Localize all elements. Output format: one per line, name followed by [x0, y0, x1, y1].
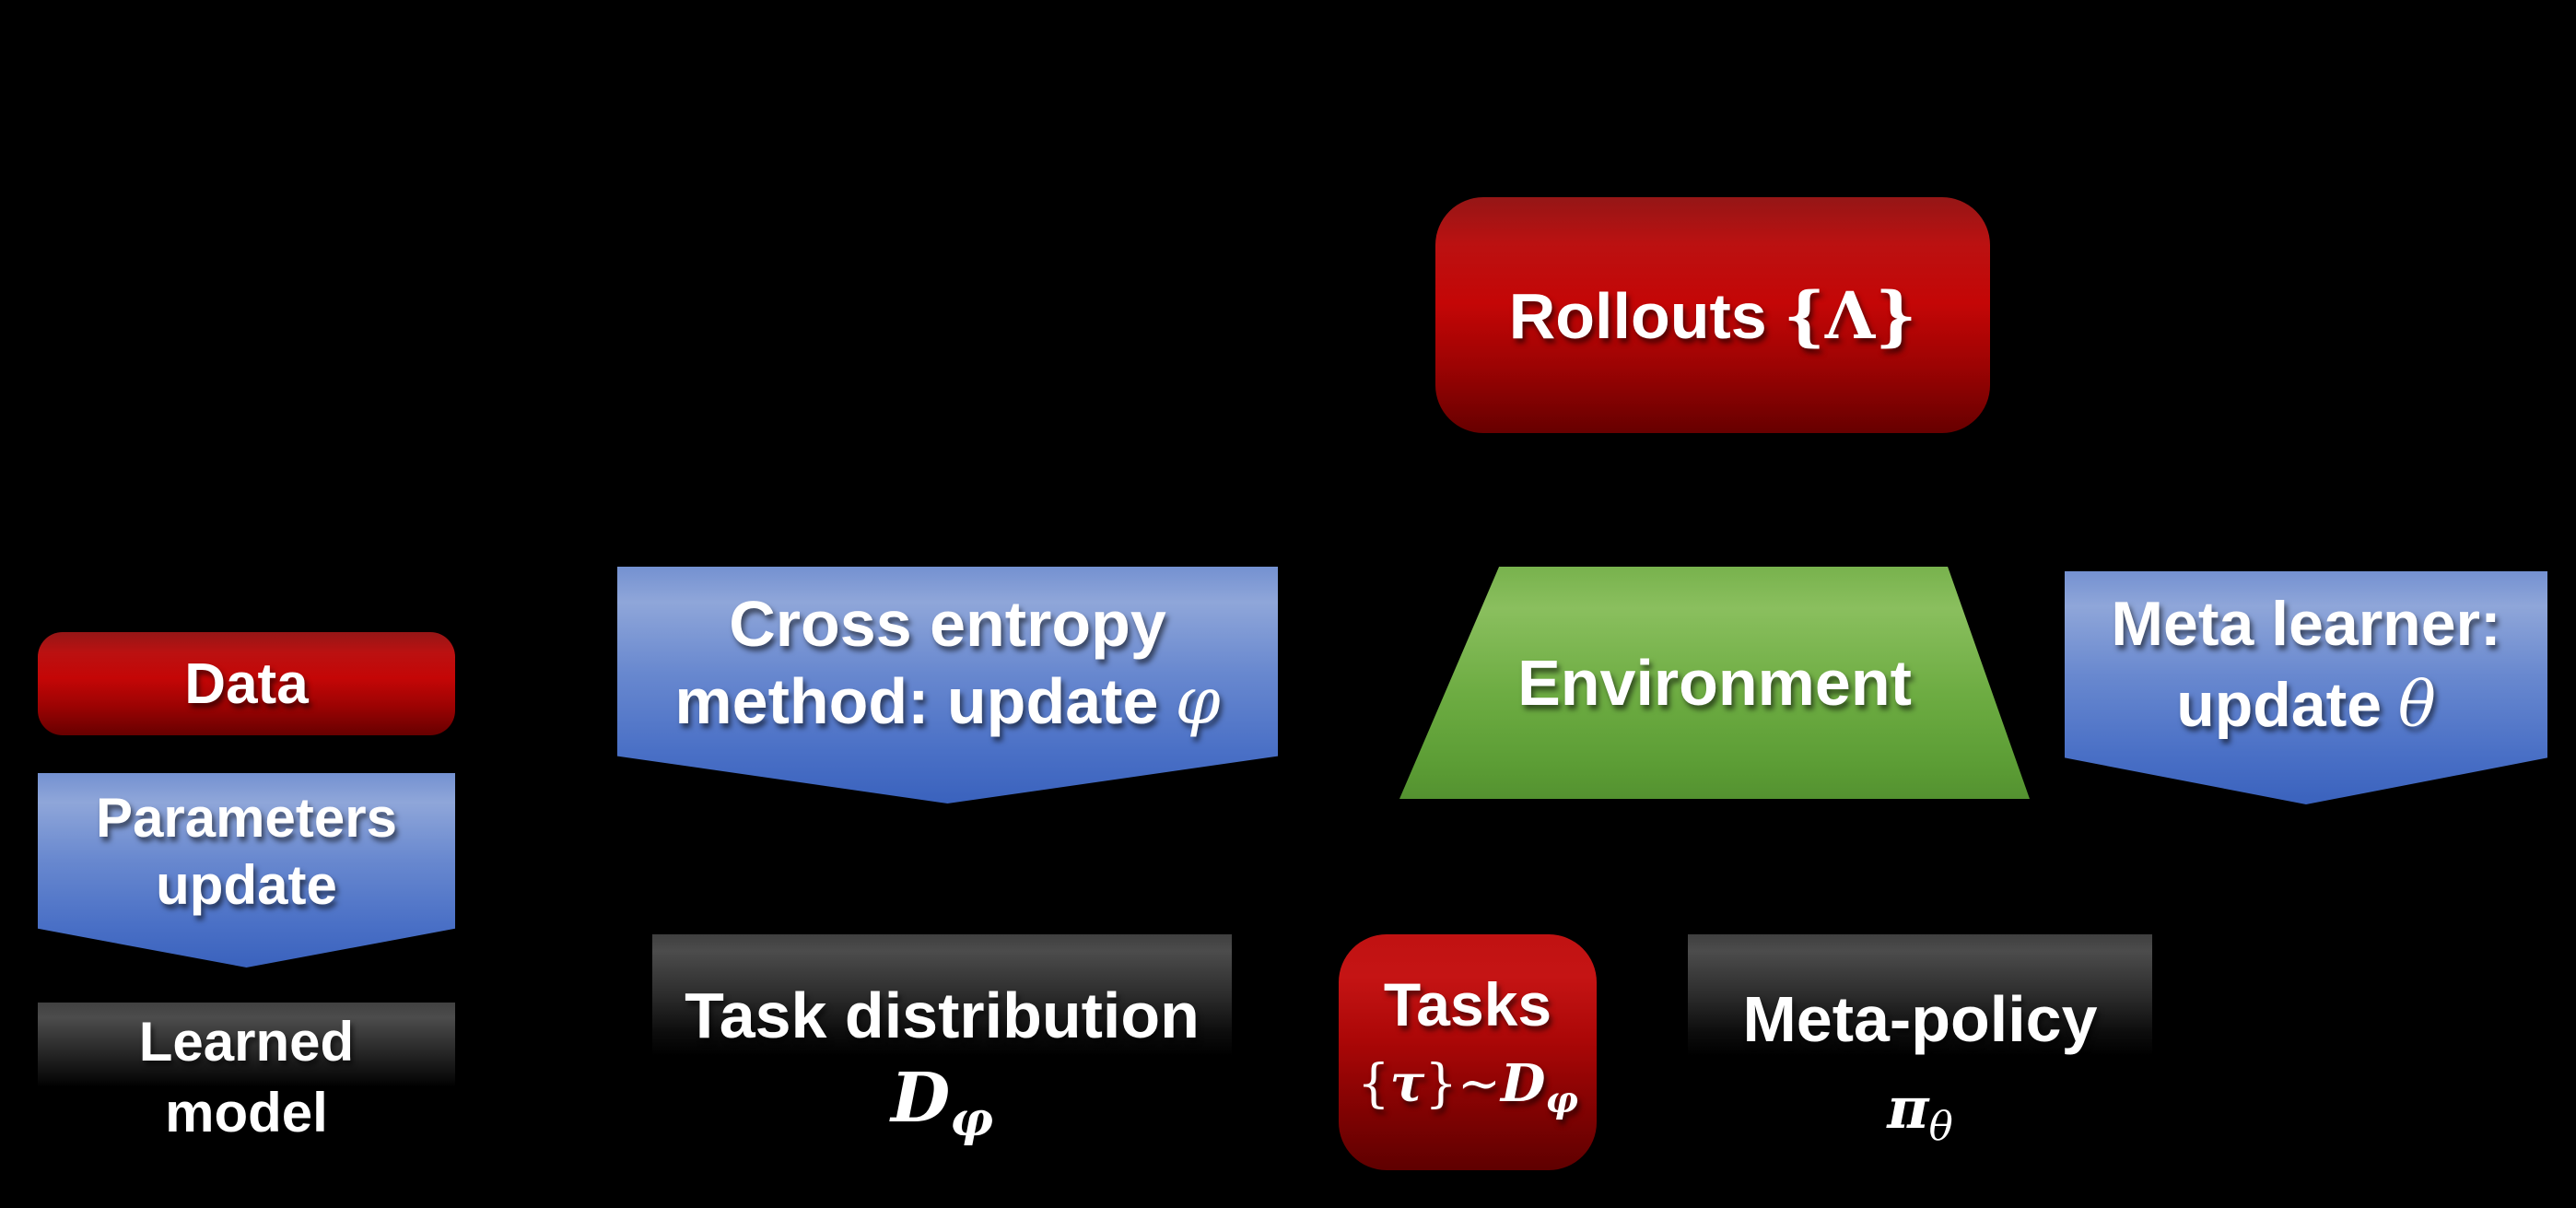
theta-subscript-math: θ [1928, 1104, 1953, 1151]
D-math: D [890, 1059, 951, 1138]
theta-math: θ [2397, 669, 2436, 742]
rollouts-label: Rollouts{Λ} [1509, 277, 1917, 354]
data-label: Data [184, 651, 309, 716]
learned-model-line2: model [165, 1082, 328, 1143]
meta-policy-box [1688, 934, 2152, 1056]
cross-entropy-line1: Cross entropy [729, 587, 1166, 660]
learned-model-label: Learned model [38, 1006, 455, 1148]
phi-subscript-math: φ [1545, 1078, 1578, 1121]
parameters-update-banner: Parameters update [38, 773, 455, 968]
task-distribution-label: Task distribution [685, 979, 1200, 1051]
rollouts-lambda-math: {Λ} [1783, 276, 1917, 354]
learned-model-line1: Learned [138, 1011, 355, 1073]
environment-trapezoid: Environment [1399, 567, 2030, 799]
parameters-update-line1: Parameters [96, 786, 397, 849]
learned-model-box [38, 1003, 455, 1087]
meta-policy-label: Meta-policy [1742, 983, 2098, 1055]
tasks-label: Tasks [1383, 970, 1552, 1039]
data-box: Data [38, 632, 455, 735]
rollouts-label-text: Rollouts [1508, 279, 1767, 352]
task-distribution-math: Dφ [652, 1058, 1232, 1161]
environment-label: Environment [1517, 647, 1912, 719]
task-distribution-box [652, 934, 1232, 1056]
meta-policy-math: πθ [1688, 1072, 2152, 1164]
tasks-math: {τ}~Dφ [1357, 1044, 1578, 1140]
phi-subscript-math: φ [950, 1091, 994, 1148]
tau-math: τ [1389, 1053, 1425, 1115]
meta-learner-line2-text: update [2176, 670, 2383, 740]
meta-learner-line1: Meta learner: [2111, 589, 2501, 659]
rollouts-box: Rollouts{Λ} [1435, 197, 1990, 433]
phi-math: φ [1175, 663, 1221, 739]
tasks-box: Tasks {τ}~Dφ [1339, 934, 1597, 1170]
pi-math: π [1887, 1074, 1929, 1142]
D-math: D [1500, 1053, 1546, 1115]
cross-entropy-line2-text: method: update [674, 664, 1159, 737]
brace-close-tilde: }~ [1424, 1054, 1501, 1115]
parameters-update-line2: update [156, 853, 337, 916]
brace-open: { [1357, 1054, 1390, 1115]
